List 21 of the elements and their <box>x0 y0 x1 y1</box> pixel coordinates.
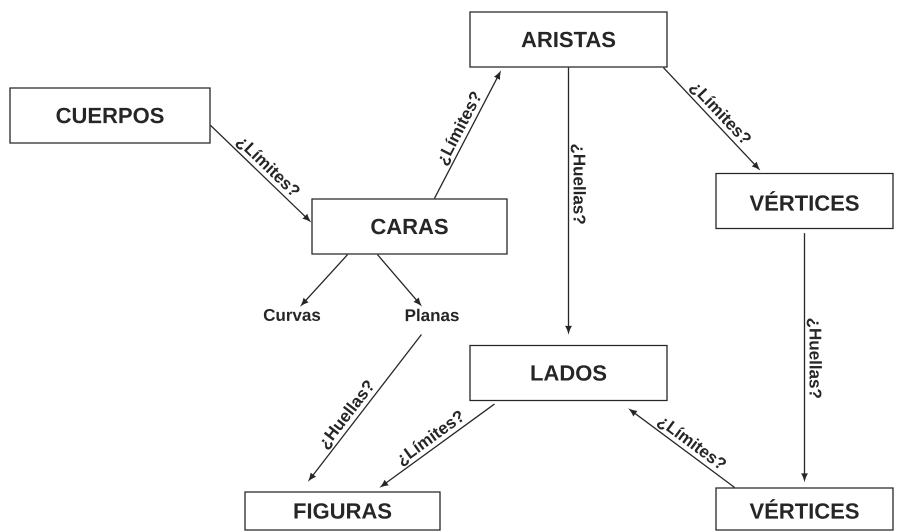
arrow <box>308 334 422 480</box>
branch-text: Curvas <box>264 308 320 321</box>
arrow <box>434 72 501 199</box>
arrow <box>566 68 572 333</box>
arrow <box>630 409 735 488</box>
arrow <box>802 233 808 480</box>
concept-box: FIGURAS <box>244 491 441 531</box>
branch-text: Planas <box>406 308 459 322</box>
concept-box: CUERPOS <box>9 87 211 144</box>
arrow <box>380 404 495 487</box>
arrow <box>663 67 760 170</box>
edge-label: ¿Huellas? <box>806 316 823 400</box>
edge-label: ¿Huellas? <box>570 142 587 226</box>
concept-box: LADOS <box>469 344 668 402</box>
concept-box: VÉRTICES <box>715 172 894 230</box>
concept-box: CARAS <box>311 198 508 255</box>
arrow <box>210 125 310 222</box>
concept-box: ARISTAS <box>469 11 668 68</box>
arrow <box>301 254 348 306</box>
concept-box: VÉRTICES <box>715 487 894 531</box>
arrow <box>377 254 421 306</box>
